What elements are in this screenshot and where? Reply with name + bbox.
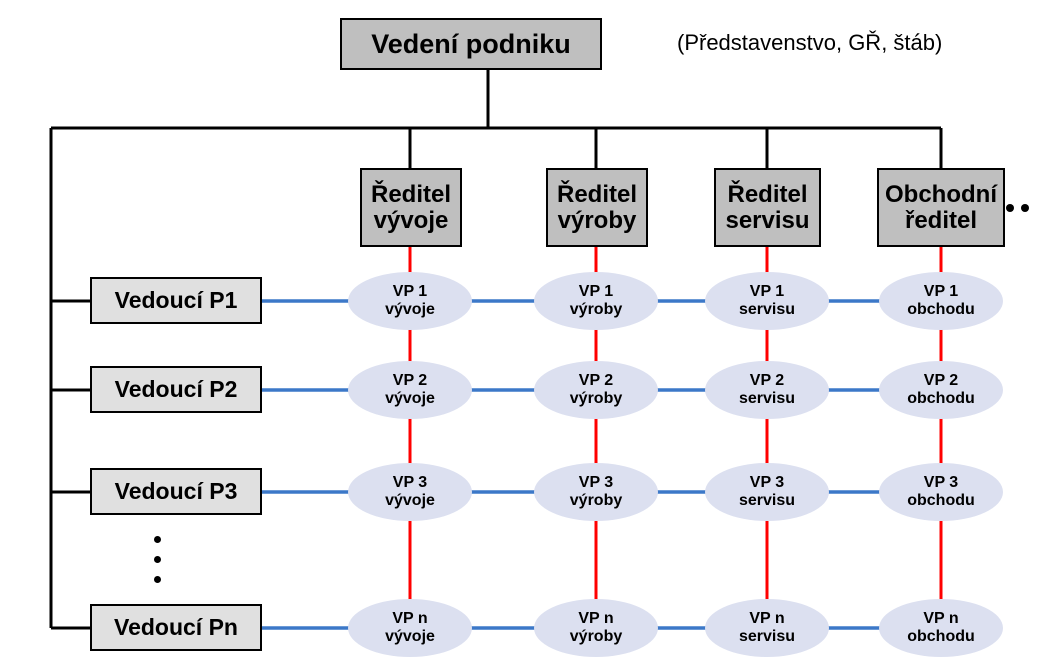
node-director-vyroby[interactable]: Ředitel výroby xyxy=(546,168,648,247)
node-vp-2-vyvoje-line1: VP 2 xyxy=(392,372,428,390)
node-vp-n-obchodu-line1: VP n xyxy=(923,610,959,628)
node-vedeni-podniku[interactable]: Vedení podniku xyxy=(340,18,602,70)
node-vp-2-servisu-line1: VP 2 xyxy=(749,372,785,390)
node-vp-n-vyroby[interactable]: VP n výroby xyxy=(534,599,658,657)
node-manager-p1-label: Vedoucí P1 xyxy=(114,287,238,314)
node-vp-n-vyroby-line2: výroby xyxy=(569,628,623,645)
node-vp-2-obchodu[interactable]: VP 2 obchodu xyxy=(879,361,1003,419)
node-vp-2-vyroby-line2: výroby xyxy=(569,390,623,407)
node-vp-n-servisu-line1: VP n xyxy=(749,610,785,628)
node-vp-n-vyvoje[interactable]: VP n vývoje xyxy=(348,599,472,657)
node-vp-3-vyroby[interactable]: VP 3 výroby xyxy=(534,463,658,521)
node-vp-n-obchodu[interactable]: VP n obchodu xyxy=(879,599,1003,657)
node-vp-1-vyvoje-line1: VP 1 xyxy=(392,283,428,301)
node-director-vyvoje[interactable]: Ředitel vývoje xyxy=(360,168,462,247)
node-vp-3-vyroby-line2: výroby xyxy=(569,492,623,509)
node-vp-3-obchodu[interactable]: VP 3 obchodu xyxy=(879,463,1003,521)
horizontal-ellipsis-icon xyxy=(1006,204,1029,212)
node-vp-2-servisu-line2: servisu xyxy=(738,390,796,407)
node-manager-p1[interactable]: Vedoucí P1 xyxy=(90,277,262,324)
node-vp-1-vyroby[interactable]: VP 1 výroby xyxy=(534,272,658,330)
top-node-caption: (Představenstvo, GŘ, štáb) xyxy=(677,30,943,55)
node-director-obchodni-line1: Obchodní xyxy=(885,181,997,209)
node-vp-1-obchodu-line2: obchodu xyxy=(907,301,975,318)
node-vp-1-vyroby-line1: VP 1 xyxy=(578,283,614,301)
node-manager-pn-label: Vedoucí Pn xyxy=(114,614,238,641)
node-vp-n-servisu-line2: servisu xyxy=(738,628,796,645)
node-manager-p2[interactable]: Vedoucí P2 xyxy=(90,366,262,413)
node-vp-2-obchodu-line2: obchodu xyxy=(907,390,975,407)
node-vp-n-vyroby-line1: VP n xyxy=(578,610,614,628)
node-vp-3-servisu[interactable]: VP 3 servisu xyxy=(705,463,829,521)
node-vp-1-vyvoje-line2: vývoje xyxy=(385,301,435,318)
node-vp-2-servisu[interactable]: VP 2 servisu xyxy=(705,361,829,419)
node-vp-n-vyvoje-line1: VP n xyxy=(392,610,428,628)
node-director-servisu[interactable]: Ředitel servisu xyxy=(714,168,821,247)
node-vp-1-vyroby-line2: výroby xyxy=(569,301,623,318)
node-vp-3-obchodu-line1: VP 3 xyxy=(923,474,959,492)
node-vp-n-servisu[interactable]: VP n servisu xyxy=(705,599,829,657)
node-director-servisu-line2: servisu xyxy=(725,206,810,234)
node-director-obchodni-line2: ředitel xyxy=(904,206,978,234)
node-vp-3-vyvoje-line1: VP 3 xyxy=(392,474,428,492)
node-vp-n-vyvoje-line2: vývoje xyxy=(385,628,435,645)
node-vp-3-vyroby-line1: VP 3 xyxy=(578,474,614,492)
node-vp-3-vyvoje-line2: vývoje xyxy=(385,492,435,509)
node-director-vyroby-line1: Ředitel xyxy=(556,181,637,209)
node-vp-1-servisu[interactable]: VP 1 servisu xyxy=(705,272,829,330)
node-vp-3-servisu-line1: VP 3 xyxy=(749,474,785,492)
node-director-vyvoje-line1: Ředitel xyxy=(370,181,451,209)
node-manager-p3-label: Vedoucí P3 xyxy=(114,478,238,505)
node-manager-p3[interactable]: Vedoucí P3 xyxy=(90,468,262,515)
node-director-obchodni[interactable]: Obchodní ředitel xyxy=(877,168,1005,247)
node-vp-2-vyroby-line1: VP 2 xyxy=(578,372,614,390)
node-vp-3-servisu-line2: servisu xyxy=(738,492,796,509)
node-vp-2-vyvoje-line2: vývoje xyxy=(385,390,435,407)
node-manager-p2-label: Vedoucí P2 xyxy=(114,376,238,403)
node-vp-3-vyvoje[interactable]: VP 3 vývoje xyxy=(348,463,472,521)
vertical-ellipsis-icon xyxy=(154,536,161,583)
node-vp-1-servisu-line2: servisu xyxy=(738,301,796,318)
node-vp-1-servisu-line1: VP 1 xyxy=(749,283,785,301)
node-vp-2-vyvoje[interactable]: VP 2 vývoje xyxy=(348,361,472,419)
node-vp-3-obchodu-line2: obchodu xyxy=(907,492,975,509)
node-vp-1-vyvoje[interactable]: VP 1 vývoje xyxy=(348,272,472,330)
node-director-vyvoje-line2: vývoje xyxy=(373,206,449,234)
node-director-servisu-line1: Ředitel xyxy=(727,181,808,209)
node-vp-2-vyroby[interactable]: VP 2 výroby xyxy=(534,361,658,419)
node-vp-2-obchodu-line1: VP 2 xyxy=(923,372,959,390)
node-vp-n-obchodu-line2: obchodu xyxy=(907,628,975,645)
node-manager-pn[interactable]: Vedoucí Pn xyxy=(90,604,262,651)
node-vp-1-obchodu[interactable]: VP 1 obchodu xyxy=(879,272,1003,330)
node-director-vyroby-line2: výroby xyxy=(557,206,637,234)
node-vp-1-obchodu-line1: VP 1 xyxy=(923,283,959,301)
node-vedeni-podniku-label: Vedení podniku xyxy=(371,28,571,59)
